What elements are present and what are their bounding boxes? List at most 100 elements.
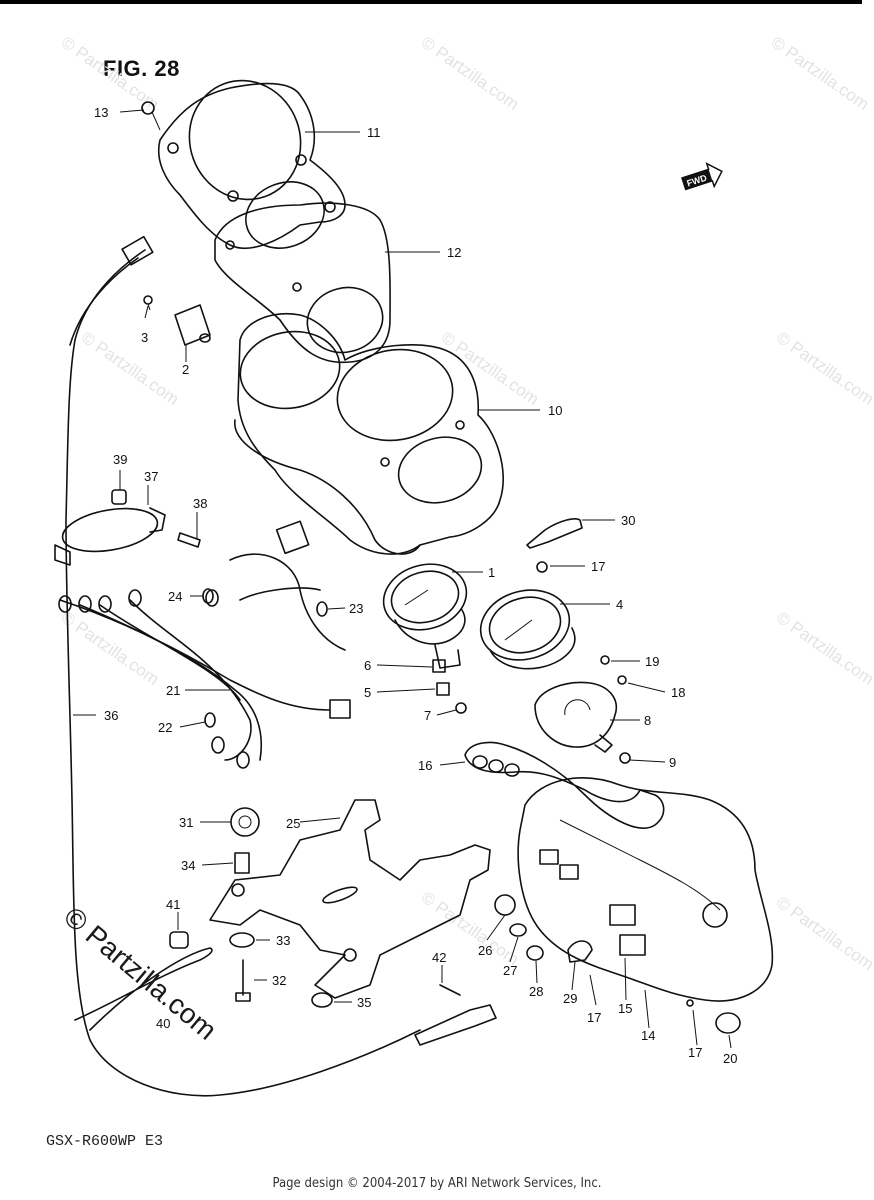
part-36-speedo-cable <box>65 235 497 1097</box>
watermark-text: © Partzilla.com <box>418 33 523 114</box>
callout-14: 14 <box>641 1028 655 1043</box>
callout-42: 42 <box>432 950 446 965</box>
callout-41: 41 <box>166 897 180 912</box>
callout-17: 17 <box>587 1010 601 1025</box>
part-28-nut <box>526 945 544 961</box>
callout-5: 5 <box>364 685 371 700</box>
part-16-plate <box>464 741 665 829</box>
figure-title: FIG. 28 <box>103 56 180 81</box>
callout-31: 31 <box>179 815 193 830</box>
watermark-layer: © Partzilla.com © Partzilla.com © Partzi… <box>58 33 874 974</box>
part-33-washer <box>229 932 255 948</box>
part-23-bulb <box>316 601 328 617</box>
part-37-clamp <box>54 507 166 566</box>
callout-10: 10 <box>548 403 562 418</box>
part-14-lower-case <box>517 777 774 1007</box>
callout-25: 25 <box>286 816 300 831</box>
callout-32: 32 <box>272 973 286 988</box>
part-20-cap <box>715 1012 741 1034</box>
part-32-bolt <box>235 959 251 1002</box>
callout-30: 30 <box>621 513 635 528</box>
callout-12: 12 <box>447 245 461 260</box>
callout-27: 27 <box>503 963 517 978</box>
part-38-bolt <box>177 532 201 548</box>
part-1-tachometer <box>382 563 468 669</box>
callout-23: 23 <box>349 601 363 616</box>
part-26-grommet <box>494 894 516 916</box>
fwd-arrow: FWD <box>681 162 723 191</box>
part-17-screw <box>536 561 548 573</box>
part-12-panel <box>214 202 391 364</box>
callout-36: 36 <box>104 708 118 723</box>
part-27-washer <box>509 923 527 937</box>
callout-13: 13 <box>94 105 108 120</box>
callout-9: 9 <box>669 755 676 770</box>
part-5-socket <box>436 682 450 696</box>
callout-29: 29 <box>563 991 577 1006</box>
part-30-bracket <box>526 518 583 549</box>
callout-37: 37 <box>144 469 158 484</box>
callout-34: 34 <box>181 858 195 873</box>
part-9-screw <box>619 752 631 764</box>
callout-1: 1 <box>488 565 495 580</box>
part-42-screw <box>439 984 461 996</box>
callout-33: 33 <box>276 933 290 948</box>
callout-19: 19 <box>645 654 659 669</box>
callout-35: 35 <box>357 995 371 1010</box>
part-34-spacer <box>234 852 250 874</box>
callout-28: 28 <box>529 984 543 999</box>
watermark-text: © Partzilla.com <box>773 893 874 974</box>
watermark-text: © Partzilla.com <box>78 328 183 409</box>
watermark-text: © Partzilla.com <box>773 328 874 409</box>
part-21-wiring-harness <box>58 520 351 769</box>
part-2-gear-box <box>174 304 211 346</box>
part-35-nut <box>311 992 333 1008</box>
part-40-tie <box>74 947 213 1031</box>
callout-15: 15 <box>618 1001 632 1016</box>
callout-8: 8 <box>644 713 651 728</box>
part-6-socket <box>432 659 446 673</box>
part-25-meter-bracket <box>209 799 491 999</box>
watermark-text: © Partzilla.com <box>58 608 163 689</box>
callout-17: 17 <box>591 559 605 574</box>
part-39-grommet <box>111 489 127 505</box>
part-4-speedometer <box>479 589 576 670</box>
top-rule <box>0 0 862 4</box>
model-code: GSX-R600WP E3 <box>46 1133 164 1150</box>
page-footer: Page design © 2004-2017 by ARI Network S… <box>272 1176 602 1191</box>
part-3-screw <box>143 295 153 311</box>
watermark-text: © Partzilla.com <box>773 608 874 689</box>
callout-labels: 13 11 12 10 30 17 1 4 19 18 8 9 16 6 5 7… <box>94 105 737 1066</box>
leader-lines <box>73 109 732 1049</box>
callout-39: 39 <box>113 452 127 467</box>
watermark-text: © Partzilla.com <box>768 33 873 114</box>
callout-20: 20 <box>723 1051 737 1066</box>
part-41-grommet <box>169 931 189 949</box>
callout-7: 7 <box>424 708 431 723</box>
callout-21: 21 <box>166 683 180 698</box>
watermark-text: © Partzilla.com <box>438 328 543 409</box>
callout-3: 3 <box>141 330 148 345</box>
callout-24: 24 <box>168 589 182 604</box>
callout-2: 2 <box>182 362 189 377</box>
callout-11: 11 <box>367 125 381 140</box>
part-19-screw <box>600 655 610 665</box>
watermark-bold: © Partzilla.com <box>58 901 222 1046</box>
callout-26: 26 <box>478 943 492 958</box>
callout-6: 6 <box>364 658 371 673</box>
callout-4: 4 <box>616 597 623 612</box>
callout-22: 22 <box>158 720 172 735</box>
part-31-nut <box>230 807 260 837</box>
callout-38: 38 <box>193 496 207 511</box>
part-8-temperature-gauge <box>534 681 617 753</box>
part-7-screw <box>455 702 467 714</box>
part-11-meter-cover <box>157 79 346 250</box>
callout-18: 18 <box>671 685 685 700</box>
callout-16: 16 <box>418 758 432 773</box>
part-29-clamp <box>567 940 593 963</box>
part-18-screw <box>617 675 627 685</box>
part-13-bolt <box>141 101 161 131</box>
part-10-meter-case <box>234 313 504 555</box>
